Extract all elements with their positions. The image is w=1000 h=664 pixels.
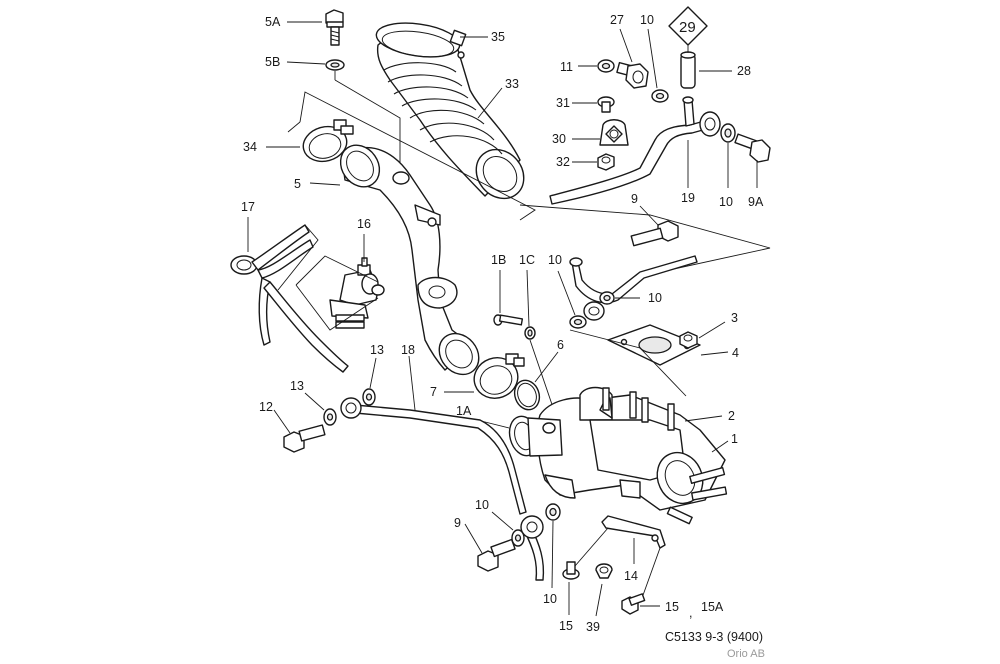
badge-29-label: 29 bbox=[679, 19, 696, 36]
label-13-upper: 13 bbox=[370, 343, 384, 357]
pipe-19 bbox=[549, 96, 721, 205]
clamp-7 bbox=[473, 353, 525, 399]
nut-3 bbox=[679, 331, 698, 349]
valve-16 bbox=[329, 257, 385, 329]
label-5a: 5A bbox=[265, 15, 281, 29]
label-15a: 15A bbox=[701, 600, 724, 614]
washer-10-low-right bbox=[545, 503, 561, 521]
bolt-9-lower bbox=[477, 538, 516, 572]
washer-13-upper bbox=[362, 388, 376, 406]
label-30: 30 bbox=[552, 132, 566, 146]
label-10-pipe19: 10 bbox=[719, 195, 733, 209]
outlet-1a bbox=[508, 415, 563, 457]
washer-5b bbox=[325, 59, 345, 71]
washer-13-lower bbox=[323, 408, 337, 426]
label-12: 12 bbox=[259, 400, 273, 414]
label-14: 14 bbox=[624, 569, 638, 583]
label-19: 19 bbox=[681, 191, 695, 205]
label-11: 11 bbox=[560, 60, 573, 74]
bolt-15-right bbox=[621, 593, 646, 615]
label-1b: 1B bbox=[491, 253, 506, 267]
clip-39 bbox=[595, 563, 613, 579]
label-33: 33 bbox=[505, 77, 519, 91]
label-18: 18 bbox=[401, 343, 415, 357]
bolt-9-upper bbox=[630, 220, 679, 247]
washer-1c bbox=[524, 326, 536, 340]
washer-10-mid-right bbox=[599, 291, 615, 305]
label-39: 39 bbox=[586, 620, 600, 634]
bolt-15-left bbox=[562, 561, 580, 580]
washer-10-low-left bbox=[511, 529, 525, 547]
nut-32 bbox=[597, 153, 615, 171]
clamp-34 bbox=[302, 119, 354, 163]
copyright-text: Orio AB bbox=[727, 648, 765, 660]
label-10-low-right: 10 bbox=[543, 592, 557, 606]
label-10-low-left: 10 bbox=[475, 498, 489, 512]
label-17: 17 bbox=[241, 200, 255, 214]
label-1: 1 bbox=[731, 432, 738, 446]
label-1a: 1A bbox=[456, 404, 472, 418]
label-31: 31 bbox=[556, 96, 570, 110]
washer-10-mid-left bbox=[569, 315, 587, 329]
clip-30 bbox=[599, 119, 629, 146]
screw-31 bbox=[597, 96, 615, 113]
fitting-27 bbox=[616, 61, 649, 89]
label-7: 7 bbox=[430, 385, 437, 399]
label-28: 28 bbox=[737, 64, 751, 78]
hoses-17 bbox=[230, 224, 349, 373]
bolt-9a bbox=[734, 133, 771, 163]
label-27: 27 bbox=[610, 13, 624, 27]
label-10-mid-left: 10 bbox=[548, 253, 562, 267]
label-9-upper: 9 bbox=[631, 192, 638, 206]
label-5: 5 bbox=[294, 177, 301, 191]
bolt-12 bbox=[283, 424, 326, 453]
washer-11 bbox=[597, 59, 615, 73]
label-4: 4 bbox=[732, 346, 739, 360]
label-13-lower: 13 bbox=[290, 379, 304, 393]
diagram-reference: C5133 9-3 (9400) bbox=[665, 630, 763, 644]
washer-10-top bbox=[651, 89, 669, 103]
bracket-14 bbox=[601, 515, 666, 549]
sleeve-28 bbox=[680, 51, 696, 89]
oring-6 bbox=[513, 379, 541, 411]
label-3: 3 bbox=[731, 311, 738, 325]
label-10-mid-right: 10 bbox=[648, 291, 662, 305]
label-comma: , bbox=[689, 606, 692, 620]
washer-10-pipe19 bbox=[720, 123, 736, 143]
pipe-18 bbox=[340, 397, 545, 581]
label-32: 32 bbox=[556, 155, 570, 169]
label-1c: 1C bbox=[519, 253, 535, 267]
label-5b: 5B bbox=[265, 55, 280, 69]
label-9a: 9A bbox=[748, 195, 764, 209]
label-35: 35 bbox=[491, 30, 505, 44]
turbocharger-1 bbox=[536, 386, 728, 525]
label-6: 6 bbox=[557, 338, 564, 352]
clamp-35 bbox=[375, 22, 467, 59]
label-15-right: 15 bbox=[665, 600, 679, 614]
pipe-5 bbox=[339, 144, 480, 376]
label-16: 16 bbox=[357, 217, 371, 231]
label-10-top: 10 bbox=[640, 13, 654, 27]
gasket-4 bbox=[607, 324, 701, 366]
label-34: 34 bbox=[243, 140, 257, 154]
pipe-middle bbox=[569, 255, 698, 321]
label-2: 2 bbox=[728, 409, 735, 423]
label-15-left: 15 bbox=[559, 619, 573, 633]
label-9-lower: 9 bbox=[454, 516, 461, 530]
bolt-5a bbox=[325, 9, 344, 46]
screw-1b bbox=[493, 314, 524, 326]
